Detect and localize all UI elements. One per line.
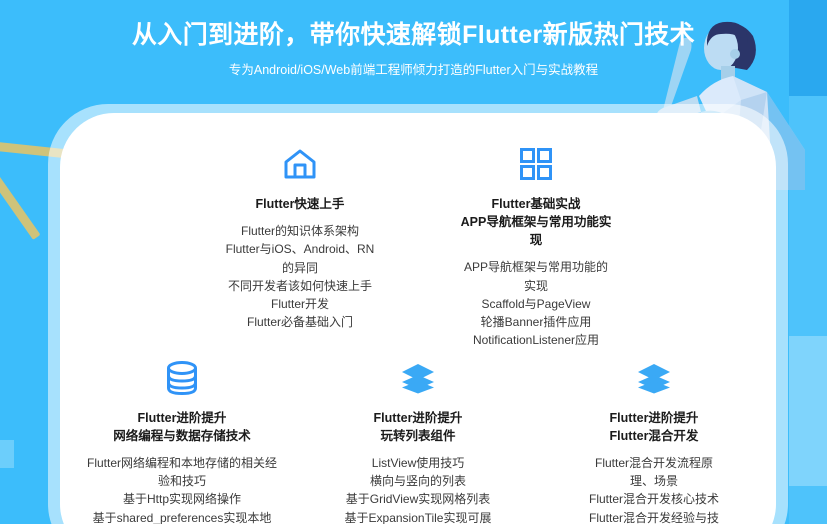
feature-card-1[interactable]: Flutter快速上手 Flutter的知识体系架构 Flutter与iOS、A… (182, 144, 418, 332)
feature-card-title: Flutter基础实战 APP导航框架与常用功能实 现 (460, 197, 612, 248)
grid-icon (422, 144, 650, 184)
page-subtitle: 专为Android/iOS/Web前端工程师倾力打造的Flutter入门与实战教… (228, 63, 599, 77)
feature-card-grid: Flutter快速上手 Flutter的知识体系架构 Flutter与iOS、A… (60, 113, 776, 524)
right-edge-strip-light (789, 336, 827, 486)
home-icon (186, 144, 414, 184)
layers-icon (540, 358, 768, 398)
feature-card-2[interactable]: Flutter基础实战 APP导航框架与常用功能实 现 APP导航框架与常用功能… (418, 144, 654, 350)
feature-card-title: Flutter进阶提升 Flutter混合开发 (609, 410, 699, 443)
feature-card-body: Flutter混合开发流程原 理、场景 Flutter混合开发核心技术 Flut… (588, 455, 719, 524)
feature-card-body: Flutter的知识体系架构 Flutter与iOS、Android、RN 的异… (225, 224, 375, 330)
feature-card-title: Flutter快速上手 (255, 197, 345, 211)
yellow-stripe-decoration-2 (0, 161, 41, 240)
database-icon (68, 358, 296, 398)
banner-header: 从入门到进阶，带你快速解锁Flutter新版热门技术 专为Android/iOS… (0, 0, 827, 78)
card-row-top: Flutter快速上手 Flutter的知识体系架构 Flutter与iOS、A… (60, 113, 776, 350)
feature-card-4[interactable]: Flutter进阶提升 玩转列表组件 ListView使用技巧 横向与竖向的列表… (300, 358, 536, 524)
feature-card-title: Flutter进阶提升 玩转列表组件 (373, 410, 463, 443)
content-panel: Flutter快速上手 Flutter的知识体系架构 Flutter与iOS、A… (60, 113, 776, 524)
page-title: 从入门到进阶，带你快速解锁Flutter新版热门技术 (131, 21, 696, 49)
feature-card-3[interactable]: Flutter进阶提升 网络编程与数据存储技术 Flutter网络编程和本地存储… (64, 358, 300, 524)
feature-card-body: Flutter网络编程和本地存储的相关经 验和技巧 基于Http实现网络操作 基… (86, 455, 277, 524)
feature-card-body: APP导航框架与常用功能的 实现 Scaffold与PageView 轮播Ban… (463, 260, 608, 348)
left-edge-strip (0, 440, 14, 468)
card-row-bottom: Flutter进阶提升 网络编程与数据存储技术 Flutter网络编程和本地存储… (60, 350, 776, 524)
feature-card-5[interactable]: Flutter进阶提升 Flutter混合开发 Flutter混合开发流程原 理… (536, 358, 772, 524)
layers-icon (304, 358, 532, 398)
feature-card-body: ListView使用技巧 横向与竖向的列表 基于GridView实现网格列表 基… (344, 455, 492, 524)
feature-card-title: Flutter进阶提升 网络编程与数据存储技术 (113, 410, 251, 443)
